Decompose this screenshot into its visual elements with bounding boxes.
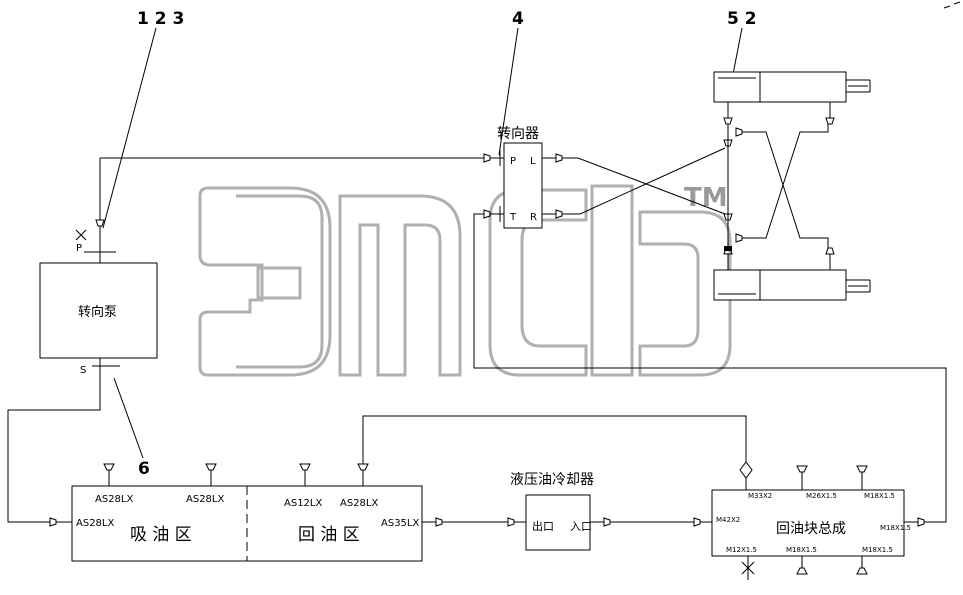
return-line-to-tank — [362, 415, 747, 464]
line-r-to-cylinder — [562, 147, 726, 215]
cooler-outlet-label: 出口 — [532, 519, 554, 533]
watermark-logo: TM — [198, 183, 732, 377]
port-t-label: T — [509, 212, 517, 223]
pressure-line — [75, 157, 484, 252]
suction-line — [7, 366, 101, 523]
trademark-mark: TM — [684, 183, 728, 213]
block-port-right: M18X1.5 — [880, 524, 911, 532]
return-line-from-block — [473, 213, 947, 523]
callout-123: 1 2 3 — [137, 9, 184, 29]
callout-52: 5 2 — [727, 9, 757, 29]
steering-pump: 转向泵 P S — [39, 243, 158, 376]
callout-4: 4 — [512, 9, 524, 29]
pump-port-s: S — [80, 365, 86, 376]
hydraulic-tank: 吸 油 区 回 油 区 AS28LX AS28LX AS12LX AS28LX … — [49, 463, 443, 562]
block-port-left: M42X2 — [716, 516, 740, 524]
steering-cylinder-top — [713, 71, 871, 125]
tank-fitting-2: AS28LX — [186, 494, 224, 505]
block-port-top-2: M26X1.5 — [806, 492, 837, 500]
cooler-inlet-label: 入口 — [570, 520, 592, 533]
steering-cylinder-bottom — [713, 247, 871, 301]
tank-inlet-fitting: AS28LX — [76, 518, 114, 529]
block-port-bottom-1: M12X1.5 — [726, 546, 757, 554]
callout-6: 6 — [138, 459, 150, 479]
line-l-to-cylinder — [562, 157, 726, 215]
steering-gear-title: 转向器 — [497, 126, 539, 142]
pump-bleed-cross-icon — [75, 229, 87, 241]
pump-port-p: P — [76, 243, 82, 254]
return-block-label: 回油块总成 — [776, 521, 846, 537]
port-p-label: P — [510, 156, 516, 167]
tank-fitting-3: AS12LX — [284, 498, 322, 509]
steering-gear: 转向器 P L T R — [483, 126, 563, 229]
oil-cooler: 液压油冷却器 出口 入口 — [507, 472, 611, 551]
callout-4-leader — [498, 27, 519, 156]
callout-6-leader — [113, 377, 144, 459]
return-block-assembly: 回油块总成 M33X2 M26X1.5 M18X1.5 M42X2 M18X1.… — [693, 461, 925, 580]
tank-fitting-4: AS28LX — [340, 498, 378, 509]
oil-cooler-title: 液压油冷却器 — [510, 472, 594, 488]
suction-zone-label: 吸 油 区 — [130, 525, 192, 545]
block-port-top-1: M33X2 — [748, 492, 772, 500]
block-port-bottom-2: M18X1.5 — [786, 546, 817, 554]
corner-mark — [943, 1, 961, 9]
bottom-drain-cross-icon — [741, 556, 755, 580]
tank-fitting-1: AS28LX — [95, 494, 133, 505]
tank-outlet-fitting: AS35LX — [381, 518, 419, 529]
steering-pump-label: 转向泵 — [78, 304, 117, 320]
cylinder-crossover-piping — [723, 124, 829, 251]
check-valve-icon — [739, 461, 753, 479]
callout-123-leader — [102, 27, 157, 229]
port-r-label: R — [530, 212, 537, 223]
port-l-label: L — [530, 156, 536, 167]
return-zone-label: 回 油 区 — [298, 525, 360, 545]
block-port-top-3: M18X1.5 — [864, 492, 895, 500]
block-port-bottom-3: M18X1.5 — [862, 546, 893, 554]
